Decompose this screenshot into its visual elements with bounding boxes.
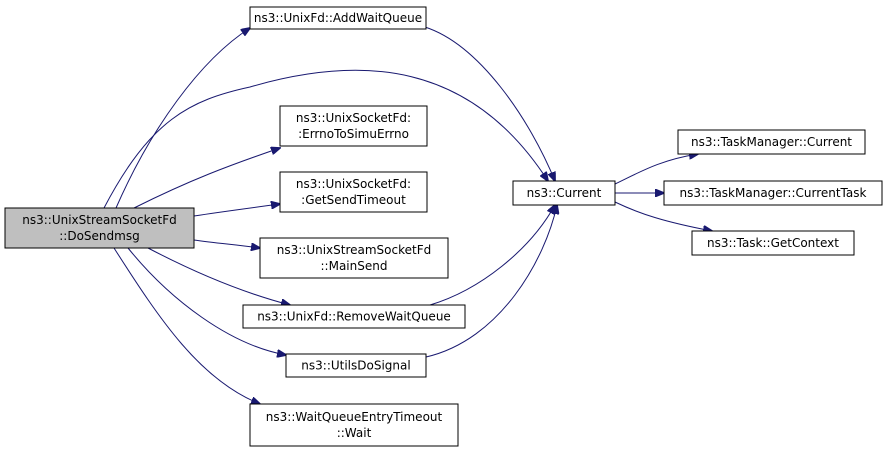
edges-layer	[103, 26, 712, 404]
node-label: ns3::UnixSocketFd:	[296, 111, 411, 125]
node-label: ns3::TaskManager::CurrentTask	[680, 186, 867, 200]
node-tmcurrenttask[interactable]: ns3::TaskManager::CurrentTask	[663, 180, 883, 206]
node-getcontext[interactable]: ns3::Task::GetContext	[691, 230, 855, 256]
node-label: ns3::UnixStreamSocketFd	[277, 243, 432, 257]
node-label: ns3::UnixStreamSocketFd	[22, 213, 177, 227]
edge-addwait-to-current	[424, 26, 555, 181]
node-label: ns3::WaitQueueEntryTimeout	[266, 410, 443, 424]
node-box	[663, 180, 883, 206]
nodes-layer: ns3::UnixStreamSocketFd::DoSendmsgns3::U…	[4, 6, 883, 447]
node-box	[249, 403, 459, 447]
node-label: ns3::UnixSocketFd:	[296, 177, 411, 191]
node-label: ns3::UnixFd::RemoveWaitQueue	[257, 310, 451, 324]
node-mainsend[interactable]: ns3::UnixStreamSocketFd::MainSend	[259, 237, 449, 279]
edge-removewait-to-current	[429, 205, 555, 306]
node-label: ns3::UnixFd::AddWaitQueue	[254, 11, 422, 25]
edge-root-to-utilsdosignal	[127, 247, 286, 355]
node-current[interactable]: ns3::Current	[512, 180, 616, 206]
node-box	[512, 180, 616, 206]
node-box	[249, 6, 427, 30]
edge-utilsdosignal-to-current	[425, 205, 557, 358]
node-label: ns3::TaskManager::Current	[691, 135, 852, 149]
node-sendtimeout[interactable]: ns3::UnixSocketFd::GetSendTimeout	[279, 171, 428, 213]
edge-root-to-removewait	[147, 247, 290, 305]
node-label: ::MainSend	[321, 259, 388, 273]
edge-root-to-wait	[113, 247, 260, 404]
edge-root-to-sendtimeout	[193, 204, 280, 217]
node-utilsdosignal[interactable]: ns3::UtilsDoSignal	[285, 353, 427, 378]
edge-root-to-errno	[133, 148, 280, 209]
node-addwait[interactable]: ns3::UnixFd::AddWaitQueue	[249, 6, 427, 30]
node-label: :GetSendTimeout	[301, 193, 406, 207]
node-box	[677, 129, 866, 155]
node-label: :ErrnoToSimuErrno	[298, 127, 409, 141]
node-box	[242, 304, 466, 329]
node-wait[interactable]: ns3::WaitQueueEntryTimeout::Wait	[249, 403, 459, 447]
node-box	[691, 230, 855, 256]
node-errno[interactable]: ns3::UnixSocketFd::ErrnoToSimuErrno	[279, 105, 428, 147]
edge-root-to-current	[103, 69, 548, 209]
edge-root-to-addwait	[115, 28, 250, 209]
node-removewait[interactable]: ns3::UnixFd::RemoveWaitQueue	[242, 304, 466, 329]
node-box	[279, 105, 428, 147]
node-tmcurrent[interactable]: ns3::TaskManager::Current	[677, 129, 866, 155]
node-root[interactable]: ns3::UnixStreamSocketFd::DoSendmsg	[4, 207, 195, 249]
node-label: ns3::Current	[527, 186, 602, 200]
node-box	[279, 171, 428, 213]
node-label: ns3::Task::GetContext	[707, 236, 839, 250]
edge-current-to-tmcurrent	[614, 154, 698, 185]
node-label: ::DoSendmsg	[59, 229, 139, 243]
node-box	[4, 207, 195, 249]
node-box	[259, 237, 449, 279]
node-label: ::Wait	[337, 426, 372, 440]
node-box	[285, 353, 427, 378]
edge-root-to-mainsend	[193, 239, 260, 248]
edge-current-to-getcontext	[614, 201, 712, 231]
node-label: ns3::UtilsDoSignal	[301, 359, 410, 373]
